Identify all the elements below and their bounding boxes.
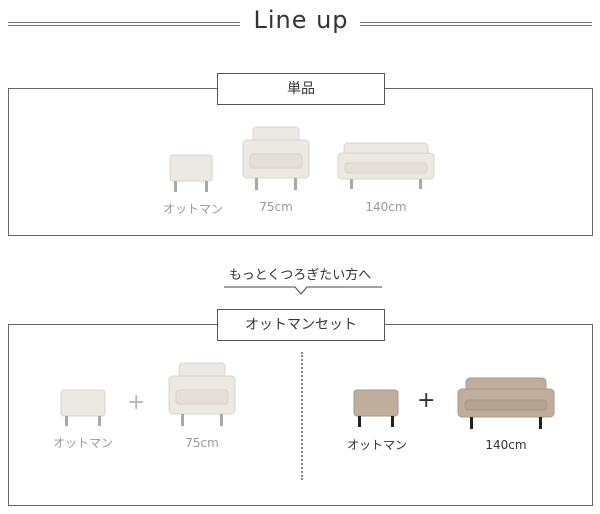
- armchair-75-set-image: [168, 362, 236, 426]
- set-left-plus: +: [127, 390, 146, 415]
- set-right-plus: +: [417, 388, 436, 413]
- sofa-140-cream-image: [337, 142, 435, 189]
- set-left-armchair-caption: 75cm: [185, 436, 219, 450]
- ottoman-cream-set-image: [60, 389, 106, 426]
- page-title: Line up: [253, 6, 349, 34]
- single-sofa-caption: 140cm: [365, 200, 407, 214]
- callout-underline: [224, 286, 382, 295]
- ottoman-taupe-set-image: [353, 389, 399, 427]
- set-divider: [301, 352, 303, 480]
- set-left-ottoman-caption: オットマン: [52, 436, 113, 450]
- single-ottoman-caption: オットマン: [162, 202, 223, 216]
- single-items-label: 単品: [217, 73, 385, 105]
- ottoman-cream-image: [169, 154, 213, 192]
- set-right-sofa-caption: 140cm: [485, 438, 527, 452]
- header-rule-left: [8, 22, 240, 26]
- header-rule-right: [360, 22, 592, 26]
- more-relax-text: もっとくつろぎたい方へ: [228, 268, 372, 283]
- single-armchair-caption: 75cm: [259, 200, 293, 214]
- sofa-140-taupe-set-image: [457, 377, 555, 429]
- ottoman-set-label: オットマンセット: [217, 309, 385, 341]
- set-right-ottoman-caption: オットマン: [346, 438, 407, 452]
- armchair-75-image: [242, 126, 310, 190]
